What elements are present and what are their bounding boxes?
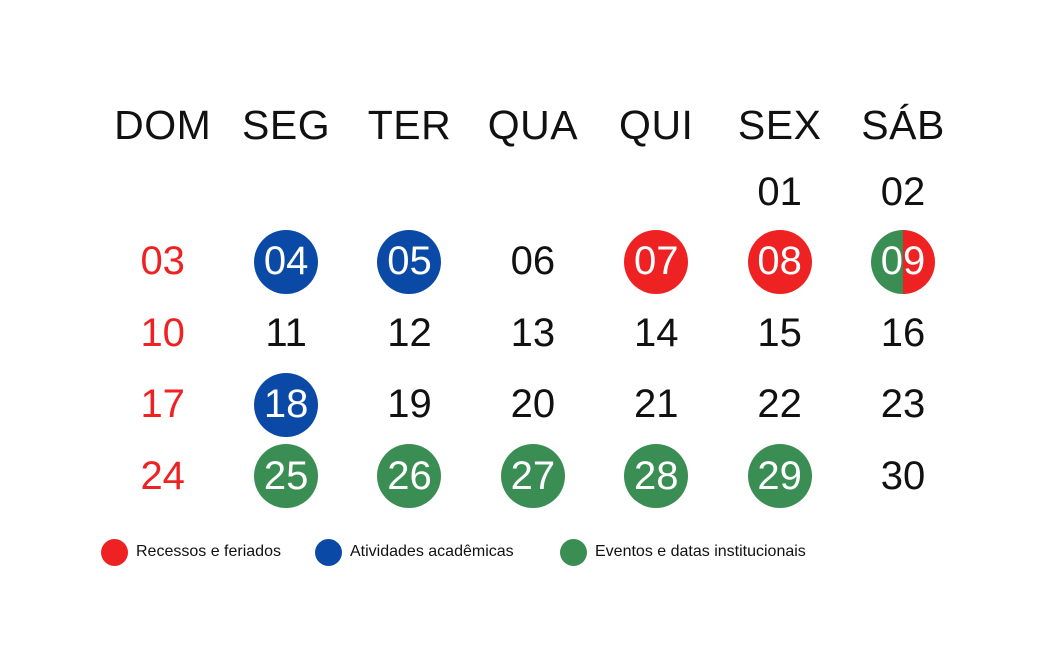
day-cell: 12 xyxy=(348,298,471,370)
calendar-day: 15 xyxy=(757,310,802,355)
day-cell: 23 xyxy=(841,369,964,441)
week-row: 10 11 12 13 14 15 16 xyxy=(101,298,965,370)
day-cell: 16 xyxy=(841,298,964,370)
day-cell: 14 xyxy=(595,298,718,370)
day-cell: 07 xyxy=(595,226,718,298)
weekday-header: QUA xyxy=(487,101,579,148)
day-cell: 22 xyxy=(718,369,841,441)
calendar-grid: 01 02 03 04 05 06 07 08 09 10 11 12 13 14 15 16 17 18 19 20… xyxy=(101,158,965,512)
calendar-day: 09 xyxy=(871,229,936,294)
day-cell xyxy=(595,158,718,226)
calendar-day: 05 xyxy=(377,229,442,294)
week-row: 03 04 05 06 07 08 09 xyxy=(101,226,965,298)
day-cell: 13 xyxy=(471,298,594,370)
day-cell: 15 xyxy=(718,298,841,370)
calendar-day: 11 xyxy=(265,310,307,355)
day-cell: 28 xyxy=(595,441,718,513)
calendar-day: 10 xyxy=(140,310,185,355)
calendar-day: 18 xyxy=(254,372,319,437)
day-cell: 03 xyxy=(101,226,224,298)
calendar-day: 25 xyxy=(254,444,319,509)
weekday-header: SEG xyxy=(242,101,331,148)
day-cell: 24 xyxy=(101,441,224,513)
legend-item-academic: Atividades acadêmicas xyxy=(315,538,560,566)
calendar-day: 06 xyxy=(510,239,556,284)
day-cell: 02 xyxy=(841,158,964,226)
calendar-day: 12 xyxy=(387,310,432,355)
legend-color-dot-icon xyxy=(315,538,342,566)
calendar-day: 27 xyxy=(500,444,565,509)
legend-label: Recessos e feriados xyxy=(136,543,281,560)
day-cell: 29 xyxy=(718,441,841,513)
day-cell xyxy=(101,158,224,226)
calendar-day: 02 xyxy=(880,169,926,214)
day-cell: 04 xyxy=(224,226,347,298)
calendar-day: 19 xyxy=(387,382,432,427)
calendar-day: 16 xyxy=(880,310,926,355)
day-cell: 09 xyxy=(841,226,964,298)
day-cell: 06 xyxy=(471,226,594,298)
weekday-header: SÁB xyxy=(861,101,945,148)
day-cell: 05 xyxy=(348,226,471,298)
day-cell: 26 xyxy=(348,441,471,513)
legend-label: Eventos e datas institucionais xyxy=(595,543,806,560)
legend-label: Atividades acadêmicas xyxy=(350,543,514,560)
weekday-header: QUI xyxy=(619,101,694,148)
calendar-day: 28 xyxy=(624,444,689,509)
legend-color-dot-icon xyxy=(101,538,128,566)
calendar-day: 30 xyxy=(880,453,926,498)
calendar-day: 20 xyxy=(510,382,556,427)
day-cell: 30 xyxy=(841,441,964,513)
calendar-day: 01 xyxy=(757,169,802,214)
day-cell: 21 xyxy=(595,369,718,441)
calendar-day: 07 xyxy=(624,229,689,294)
day-cell: 27 xyxy=(471,441,594,513)
day-cell: 20 xyxy=(471,369,594,441)
calendar-day: 29 xyxy=(747,444,812,509)
week-row: 24 25 26 27 28 29 30 xyxy=(101,441,965,513)
legend-item-event: Eventos e datas institucionais xyxy=(560,538,820,566)
calendar-day: 26 xyxy=(377,444,442,509)
weekday-header: TER xyxy=(367,101,452,148)
weekday-header-row: DOM SEG TER QUA QUI SEX SÁB xyxy=(101,92,965,158)
day-cell: 01 xyxy=(718,158,841,226)
calendar-day: 04 xyxy=(254,229,319,294)
day-cell: 11 xyxy=(224,298,347,370)
day-cell: 17 xyxy=(101,369,224,441)
calendar: DOM SEG TER QUA QUI SEX SÁB 01 02 03 04 05 06 07 08 09… xyxy=(101,92,965,512)
calendar-day: 24 xyxy=(140,453,185,498)
weekday-header: DOM xyxy=(114,101,212,148)
day-cell: 19 xyxy=(348,369,471,441)
calendar-day: 08 xyxy=(747,229,812,294)
calendar-day: 17 xyxy=(140,382,185,427)
calendar-day: 22 xyxy=(757,382,802,427)
day-cell xyxy=(471,158,594,226)
day-cell xyxy=(348,158,471,226)
calendar-day: 21 xyxy=(634,382,679,427)
day-cell: 08 xyxy=(718,226,841,298)
week-row: 01 02 xyxy=(101,158,965,226)
legend: Recessos e feriados Atividades acadêmicas… xyxy=(101,537,820,567)
legend-item-recess: Recessos e feriados xyxy=(101,538,315,566)
day-cell: 10 xyxy=(101,298,224,370)
day-cell: 18 xyxy=(224,369,347,441)
calendar-day: 14 xyxy=(634,310,679,355)
day-cell xyxy=(224,158,347,226)
calendar-day: 23 xyxy=(880,382,926,427)
legend-color-dot-icon xyxy=(560,538,587,566)
weekday-header: SEX xyxy=(737,101,822,148)
day-cell: 25 xyxy=(224,441,347,513)
week-row: 17 18 19 20 21 22 23 xyxy=(101,369,965,441)
calendar-day: 13 xyxy=(510,310,556,355)
calendar-day: 03 xyxy=(140,239,185,284)
